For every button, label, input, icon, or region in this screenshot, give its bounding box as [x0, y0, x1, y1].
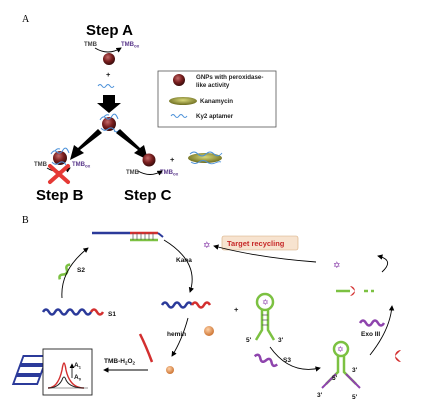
gnp-aptamer-step-b — [50, 147, 70, 166]
tmbox-label-b: TMBox — [72, 162, 91, 169]
s1-strand-blue — [41, 308, 93, 316]
arrow-release-target — [377, 254, 388, 273]
step-b-title: Step B — [36, 187, 84, 204]
y-3prime-a: 3' — [352, 367, 358, 374]
legend-gnp-icon — [173, 74, 185, 86]
arrow-kana — [163, 239, 194, 293]
plus-top: + — [106, 70, 111, 79]
y-3prime-b: 3' — [317, 392, 323, 399]
s1-s2-duplex — [92, 231, 164, 242]
absorbance-curve-a1 — [47, 362, 85, 389]
tmbox-label-c: TMBox — [160, 170, 179, 177]
exo-pacman-icon — [395, 350, 401, 362]
arrow-recycling — [213, 244, 317, 263]
hemin-molecule — [204, 326, 214, 336]
panel-b-letter: B — [22, 215, 29, 226]
legend-kanamycin-icon — [169, 97, 197, 105]
legend-aptamer-icon — [170, 114, 188, 118]
released-strand-red — [190, 301, 212, 309]
released-strand-blue — [160, 301, 194, 309]
kana-released-icon: ✡ — [333, 261, 341, 271]
plus-b: + — [234, 305, 239, 314]
a0-label: A0 — [74, 374, 82, 382]
released-s3 — [358, 319, 386, 327]
y-complex: ✡ — [321, 340, 361, 389]
gnp-top — [103, 53, 115, 65]
hairpin-probe: ✡ — [254, 292, 276, 341]
absorbance-curve-a0 — [47, 376, 85, 389]
s3-strand — [253, 353, 279, 368]
tmb-h2o2-label: TMB-H2O2 — [104, 358, 136, 366]
legend-aptamer: Ky2 aptamer — [196, 113, 234, 120]
s1-label: S1 — [108, 311, 116, 318]
a1-label: A1 — [74, 362, 82, 370]
hairpin-5prime: 5' — [246, 337, 252, 344]
recycling-box — [221, 235, 299, 251]
s2-label: S2 — [77, 267, 85, 274]
legend-gnps-line1: GNPs with peroxidase- — [196, 74, 263, 81]
arrow-to-step-b — [70, 129, 102, 160]
hairpin-3prime: 3' — [278, 337, 284, 344]
arrow-hemin — [171, 317, 189, 357]
gnp-step-c — [142, 153, 156, 167]
tmb-label-c: TMB — [126, 170, 140, 176]
exo-label: Exo III — [361, 331, 380, 338]
step-c-title: Step C — [124, 187, 172, 204]
target-recycling-label: Target recycling — [227, 239, 285, 248]
legend-box: GNPs with peroxidase- like activity Kana… — [157, 70, 277, 128]
tmb-label-top: TMB — [84, 42, 98, 48]
star-probe: ✡ — [262, 298, 269, 307]
exo-product — [336, 286, 374, 296]
absorbance-inset: A1 A0 — [42, 348, 93, 396]
hemin-label: hemin — [167, 331, 186, 338]
arrow-hybridize — [269, 346, 321, 372]
arrow-down-a — [97, 95, 121, 113]
kana-target-icon: ✡ — [203, 241, 211, 251]
panel-a-letter: A — [22, 14, 30, 25]
y-5prime-a: 5' — [332, 375, 338, 382]
cross-icon — [48, 164, 70, 184]
kanamycin-aptamer-complex — [188, 151, 223, 165]
aptamer-top — [97, 84, 115, 88]
tmbox-label-top: TMBox — [121, 42, 140, 49]
oxidation-arrow-c — [137, 170, 163, 176]
arrow-to-step-c — [116, 129, 148, 160]
g-quadruplex — [11, 333, 174, 385]
arrow-exo — [369, 305, 395, 356]
s1-strand-red — [89, 308, 105, 316]
y-5prime-b: 5' — [352, 394, 358, 401]
legend-gnps-line2: like activity — [196, 82, 230, 89]
plus-step-c: + — [170, 155, 175, 164]
legend-kanamycin: Kanamycin — [200, 98, 233, 105]
arrow-s2-to-duplex — [61, 247, 89, 299]
kana-label: Kana — [176, 257, 192, 264]
svg-text:✡: ✡ — [337, 345, 344, 354]
s3-label: S3 — [283, 357, 291, 364]
step-a-title: Step A — [86, 22, 133, 39]
gnp-aptamer-complex — [99, 113, 120, 133]
oxidation-arrow-top — [94, 47, 122, 53]
tmb-label-b: TMB — [34, 162, 48, 168]
